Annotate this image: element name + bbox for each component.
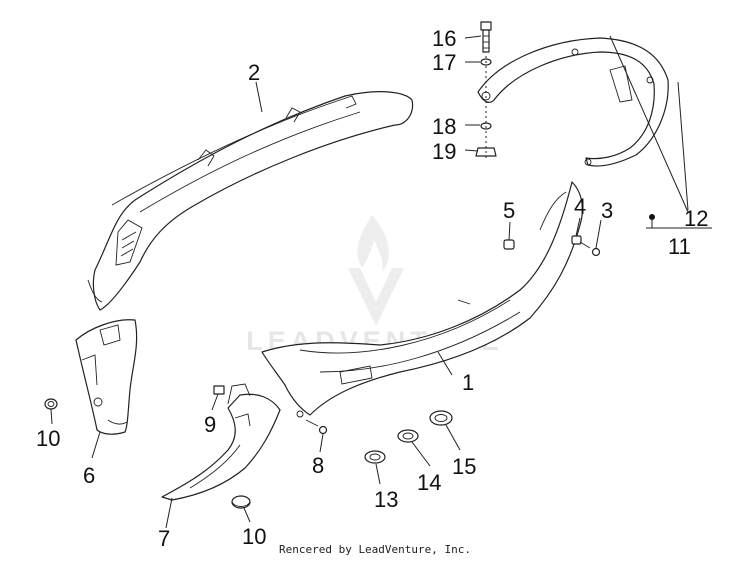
callout-15: 15 [452, 454, 476, 479]
part-7-lower-cover [161, 383, 281, 501]
callout-7: 7 [158, 526, 170, 551]
part-2-upper-side-panel [87, 91, 414, 311]
part-8-screw [305, 419, 328, 435]
part-12-grab-handle [477, 37, 669, 167]
callout-12: 12 [684, 206, 708, 231]
callout-8: 8 [312, 453, 324, 478]
callout-6: 6 [83, 463, 95, 488]
callout-3: 3 [601, 198, 613, 223]
part-15-grommet [429, 410, 453, 426]
callout-10-a: 10 [36, 426, 60, 451]
part-9-clip [213, 385, 225, 395]
callout-11: 11 [668, 234, 691, 259]
part-11-marker-dot [649, 214, 655, 220]
part-3-screw [579, 241, 601, 257]
callout-16: 16 [432, 26, 456, 51]
part-10-plug-b [231, 495, 251, 509]
callout-4: 4 [574, 194, 586, 219]
leader-lines [50, 35, 712, 529]
render-credit: Rencered by LeadVenture, Inc. [279, 543, 471, 556]
part-10-nut-a [44, 398, 58, 410]
callout-9: 9 [204, 412, 216, 437]
callout-5: 5 [503, 198, 515, 223]
callout-17: 17 [432, 50, 456, 75]
part-1-lower-side-panel [261, 181, 584, 418]
part-6-rear-bracket [75, 319, 138, 435]
part-14-grommet [397, 429, 419, 443]
callout-13: 13 [374, 487, 398, 512]
callout-18: 18 [432, 114, 456, 139]
callout-2: 2 [248, 60, 260, 85]
part-4-nut [571, 235, 582, 245]
callout-19: 19 [432, 139, 456, 164]
callout-labels: 1 2 3 4 5 6 7 8 9 10 10 11 12 13 14 15 1… [36, 26, 708, 551]
callout-10-b: 10 [242, 524, 266, 549]
part-16-bolt [480, 21, 492, 53]
callout-1: 1 [462, 370, 474, 395]
callout-14: 14 [417, 470, 441, 495]
part-5-grommet [503, 239, 515, 250]
part-13-grommet [364, 450, 386, 464]
